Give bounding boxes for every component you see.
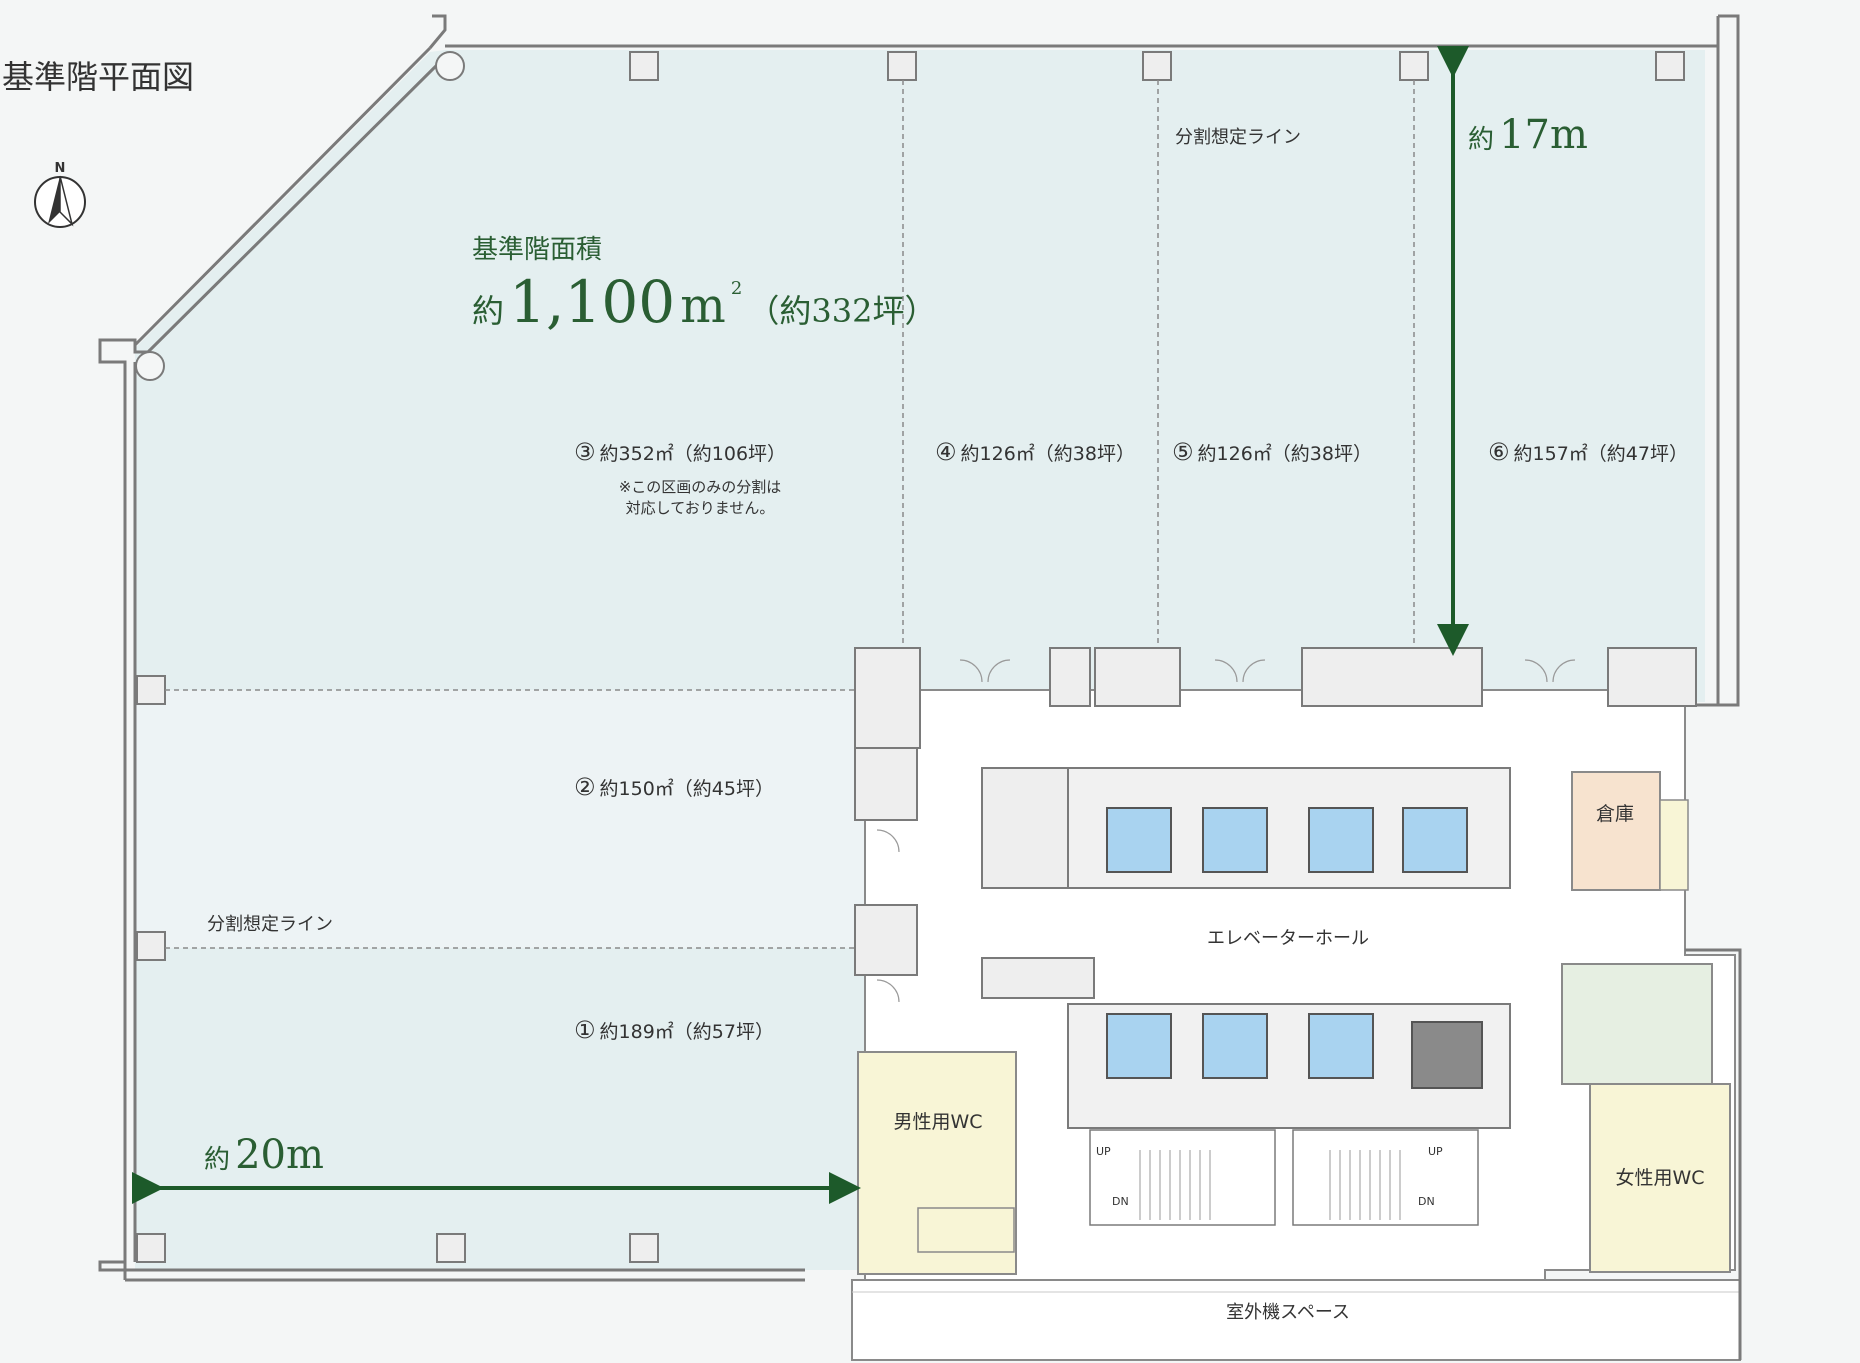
storage-room xyxy=(1571,771,1661,891)
office-area-section-1 xyxy=(135,948,865,1270)
outdoor-unit-label: 室外機スペース xyxy=(1226,1302,1350,1323)
stair-up-label-right: UP xyxy=(1428,1145,1443,1158)
office-areas xyxy=(135,50,1705,1270)
total-area-unit-sup: 2 xyxy=(731,278,742,299)
total-area-value: 約 1,100 m 2 （約332坪） xyxy=(472,268,937,336)
mens-wc-label: 男性用WC xyxy=(893,1111,982,1133)
north-label: N xyxy=(55,161,66,176)
elevator-car xyxy=(1202,1013,1268,1079)
columns xyxy=(136,51,1685,1263)
corner-column-top xyxy=(435,51,465,81)
stair-down-label-left: DN xyxy=(1112,1195,1129,1208)
elevator-hall-label: エレベーターホール xyxy=(1207,928,1369,949)
elevator-car xyxy=(1106,807,1172,873)
elevator-car xyxy=(1308,807,1374,873)
womens-powder-room xyxy=(1561,963,1713,1085)
stair-up-label-left: UP xyxy=(1096,1145,1111,1158)
width-dimension-label: 約 20m xyxy=(204,1132,324,1178)
total-area-prefix: 約 xyxy=(472,292,504,330)
total-area-tsubo: （約332坪） xyxy=(747,292,936,330)
section-3-note-2: 対応しておりません。 xyxy=(626,499,775,517)
page-title: 基準階平面図 xyxy=(2,58,194,96)
elevator-car xyxy=(1202,807,1268,873)
office-area-section-2 xyxy=(135,690,865,948)
storage-side xyxy=(1659,799,1689,891)
stairs xyxy=(1089,1129,1479,1226)
storage-label: 倉庫 xyxy=(1596,803,1634,825)
elevator-car xyxy=(1106,1013,1172,1079)
elevator-banks xyxy=(1067,767,1511,1129)
womens-wc-area xyxy=(1589,1083,1731,1273)
north-arrow-icon: N xyxy=(34,161,86,228)
corner-column-left xyxy=(135,351,165,381)
stair-down-label-right: DN xyxy=(1418,1195,1435,1208)
door-swings xyxy=(876,659,1576,1003)
elevator-car xyxy=(1402,807,1468,873)
mens-wc-stalls xyxy=(917,1207,1015,1253)
section-3-note-1: ※この区画のみの分割は xyxy=(619,478,782,496)
exterior-walls xyxy=(98,14,1742,1360)
division-line-label-top: 分割想定ライン xyxy=(1175,127,1301,148)
total-area-number: 1,100 xyxy=(509,268,675,336)
total-area-label: 基準階面積 xyxy=(472,235,602,265)
elevator-car xyxy=(1308,1013,1374,1079)
office-area-upper xyxy=(135,50,1705,702)
total-area-unit: m xyxy=(680,278,726,334)
depth-dimension-label: 約 17m xyxy=(1468,112,1588,158)
womens-wc-label: 女性用WC xyxy=(1615,1167,1704,1189)
division-line-label-left: 分割想定ライン xyxy=(207,914,333,935)
freight-elevator-car xyxy=(1411,1021,1483,1089)
division-lines xyxy=(165,80,1415,949)
